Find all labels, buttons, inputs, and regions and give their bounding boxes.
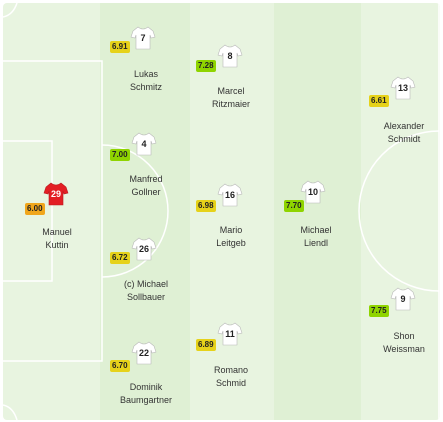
- player-name-line: Dominik: [129, 382, 163, 392]
- player-name-line: Romano: [213, 365, 249, 375]
- player-name-line: Gollner: [131, 187, 161, 197]
- player-name-line: Lukas: [133, 69, 159, 79]
- player-name-line: Weissman: [383, 344, 425, 354]
- keeper-shirt-icon: [43, 182, 69, 206]
- player-name-line: Schmitz: [129, 82, 162, 92]
- shirt-icon: [390, 287, 416, 311]
- rating-badge: 6.89: [196, 339, 216, 351]
- rating-badge: 7.00: [110, 149, 130, 161]
- player-name-line: Alexander: [383, 121, 425, 131]
- player-name-line: Michael: [300, 225, 332, 235]
- shirt-number: 29: [50, 189, 61, 199]
- rating-badge: 7.28: [196, 60, 216, 72]
- shirt-icon: [131, 132, 157, 156]
- pitch-markings: [3, 3, 440, 420]
- shirt-number: 26: [138, 244, 149, 254]
- rating-badge: 7.75: [369, 305, 389, 317]
- player-name-line: Kuttin: [45, 240, 69, 250]
- rating-badge: 6.61: [369, 95, 389, 107]
- player-name-line: Leitgeb: [216, 238, 246, 248]
- player-name-line: Manfred: [129, 174, 163, 184]
- shirt-icon: [131, 341, 157, 365]
- shirt-number: 4: [141, 139, 147, 149]
- rating-badge: 6.70: [110, 360, 130, 372]
- player-name-line: Sollbauer: [126, 292, 166, 302]
- rating-badge: 6.98: [196, 200, 216, 212]
- shirt-number: 7: [140, 33, 146, 43]
- rating-badge: 6.00: [25, 203, 45, 215]
- player-name-line: Liendl: [303, 238, 329, 248]
- player-name-line: Marcel: [217, 86, 245, 96]
- shirt-number: 11: [225, 329, 235, 339]
- shirt-number: 13: [397, 83, 408, 93]
- shirt-number: 8: [227, 51, 233, 61]
- player-name-line: Manuel: [42, 227, 72, 237]
- player-name-line: Schmidt: [387, 134, 421, 144]
- shirt-number: 10: [307, 187, 318, 197]
- rating-badge: 6.91: [110, 41, 130, 53]
- shirt-icon: [217, 183, 243, 207]
- player-name-line: (c) Michael: [123, 279, 168, 289]
- shirt-icon: [130, 26, 156, 50]
- player-name-line: Baumgartner: [119, 395, 173, 405]
- player-name-line: Shon: [393, 331, 415, 341]
- shirt-icon: [390, 76, 416, 100]
- shirt-icon: [131, 237, 157, 261]
- shirt-icon: [300, 180, 326, 204]
- rating-badge: 6.72: [110, 252, 130, 264]
- rating-badge: 7.70: [284, 200, 304, 212]
- shirt-number: 16: [224, 190, 235, 200]
- shirt-icon: [217, 44, 243, 68]
- shirt-number: 9: [400, 294, 406, 304]
- player-name: Manuel Kuttin: [12, 226, 102, 252]
- player-name-line: Mario: [219, 225, 243, 235]
- shirt-icon: [217, 322, 243, 346]
- shirt-number: 22: [138, 348, 149, 358]
- player-name-line: Schmid: [215, 378, 246, 388]
- player-name-line: Ritzmaier: [211, 99, 250, 109]
